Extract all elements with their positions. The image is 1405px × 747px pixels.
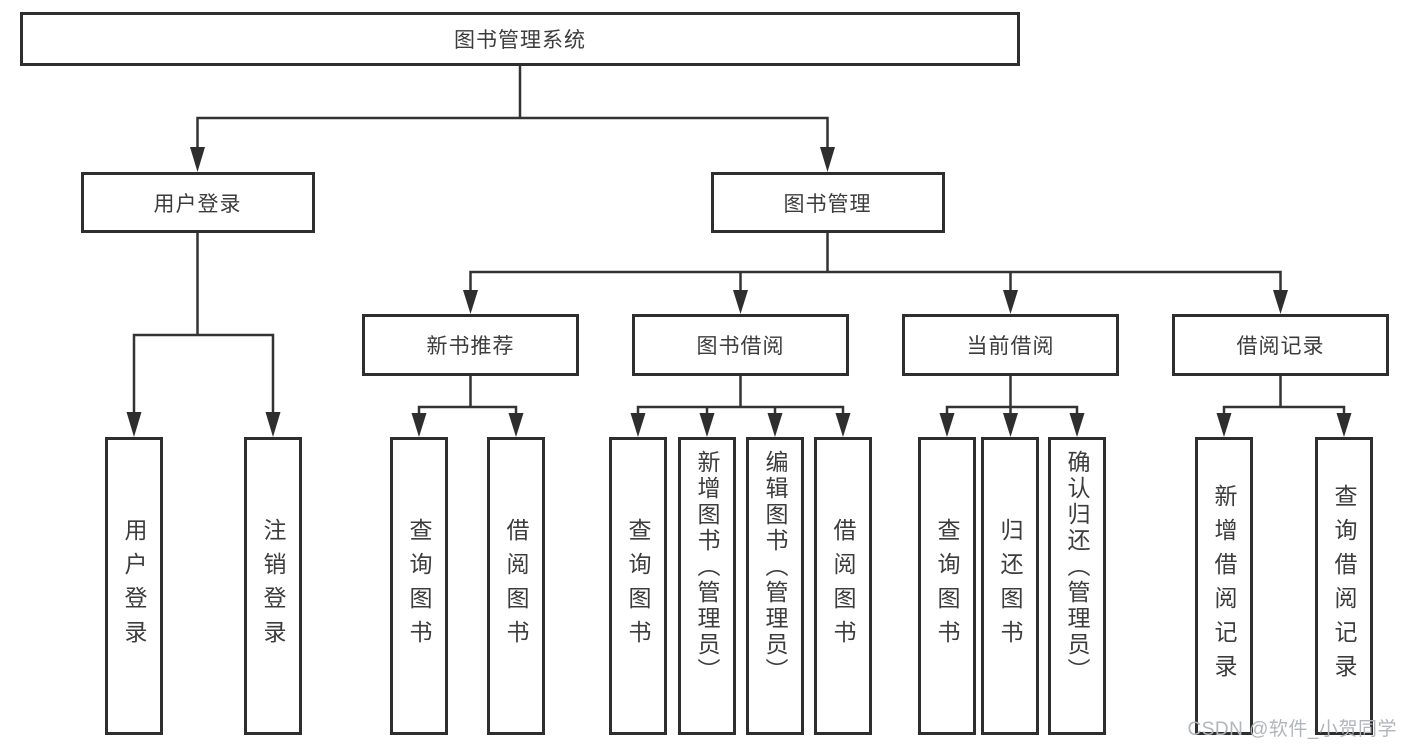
node-label: 用户登录 [153,192,242,216]
leaf-user-login: 用户登录 [105,437,163,735]
node-label: 借阅记录 [1236,335,1325,358]
leaf-add-borrow-record: 新增借阅记录 [1195,437,1253,735]
leaf-query-books-current: 查询图书 [918,437,976,735]
node-label: 借阅图书 [503,518,529,654]
node-label: 图书借阅 [696,335,785,358]
node-label: 图书管理 [783,192,872,216]
node-label: 用户登录 [121,518,147,654]
csdn-watermark: CSDN @软件_小贺同学 [1187,719,1397,740]
node-label: 确认归还（管理员） [1064,450,1090,684]
node-new-book-recommendation: 新书推荐 [362,314,579,376]
node-label: 查询借阅记录 [1331,484,1357,688]
node-label: 注销登录 [260,518,286,654]
node-label: 图书管理系统 [454,29,586,52]
node-label: 查询图书 [406,518,432,654]
leaf-return-book: 归还图书 [981,437,1039,735]
node-label: 新增图书（管理员） [694,450,720,684]
leaf-confirm-return-admin: 确认归还（管理员） [1048,437,1106,735]
node-label: 编辑图书（管理员） [762,450,788,684]
leaf-borrow-books-borrowing: 借阅图书 [814,437,872,735]
leaf-add-book-admin: 新增图书（管理员） [678,437,736,735]
leaf-query-borrow-record: 查询借阅记录 [1315,437,1373,735]
node-borrowing-records: 借阅记录 [1172,314,1389,376]
node-book-borrowing: 图书借阅 [632,314,849,376]
node-label: 新书推荐 [426,335,515,358]
leaf-edit-book-admin: 编辑图书（管理员） [746,437,804,735]
node-label: 查询图书 [625,518,651,654]
node-library-management-system: 图书管理系统 [20,12,1020,66]
node-user-login-module: 用户登录 [80,172,315,233]
node-current-borrowing: 当前借阅 [902,314,1119,376]
node-label: 新增借阅记录 [1211,484,1237,688]
node-book-management-module: 图书管理 [710,172,945,233]
node-label: 归还图书 [997,518,1023,654]
leaf-logout: 注销登录 [244,437,302,735]
node-label: 查询图书 [934,518,960,654]
leaf-query-books-borrowing: 查询图书 [609,437,667,735]
node-label: 借阅图书 [830,518,856,654]
leaf-borrow-books-recommend: 借阅图书 [487,437,545,735]
leaf-query-books-recommend: 查询图书 [390,437,448,735]
node-label: 当前借阅 [966,335,1055,358]
